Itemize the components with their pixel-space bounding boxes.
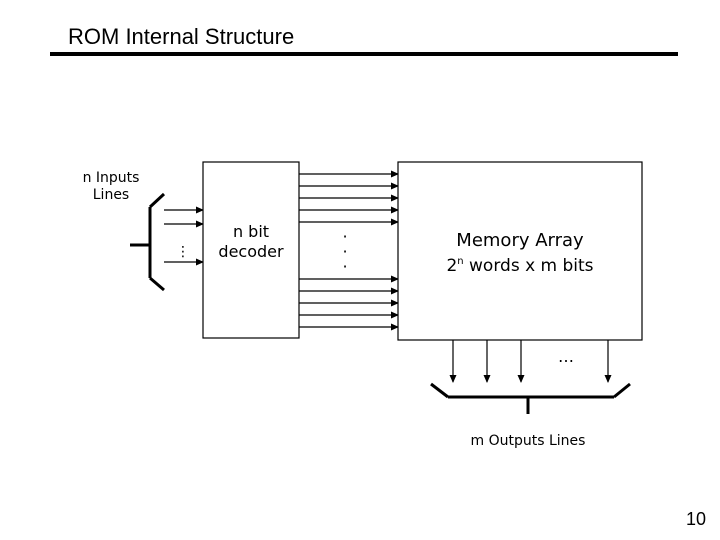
output-ellipsis: … bbox=[558, 347, 574, 366]
memory-size-base: 2 bbox=[446, 256, 457, 276]
inputs-label-line1: n Inputs bbox=[83, 170, 140, 186]
inputs-label-line2: Lines bbox=[93, 187, 129, 203]
memory-size-exponent: n bbox=[457, 256, 463, 267]
input-bus bbox=[130, 192, 166, 292]
word-lines bbox=[299, 170, 399, 331]
word-lines-ellipsis-dot: · bbox=[342, 257, 347, 276]
input-ellipsis: ⋮ bbox=[176, 244, 190, 260]
input-arrows bbox=[164, 206, 204, 266]
slide-title: ROM Internal Structure bbox=[68, 24, 295, 49]
decoder-label-line1: n bit bbox=[233, 222, 269, 241]
memory-size-rest: words x m bits bbox=[464, 256, 594, 276]
memory-array-box bbox=[397, 161, 643, 341]
output-bus bbox=[430, 382, 631, 414]
memory-array-size-label: 2n words x m bits bbox=[446, 256, 593, 276]
decoder-box bbox=[202, 161, 300, 339]
word-lines-ellipsis-dot: · bbox=[342, 242, 347, 261]
word-lines-ellipsis-dot: · bbox=[342, 227, 347, 246]
memory-array-label: Memory Array bbox=[456, 230, 584, 251]
outputs-label: m Outputs Lines bbox=[471, 433, 586, 449]
decoder-label-line2: decoder bbox=[218, 242, 284, 261]
page-number: 10 bbox=[685, 509, 706, 529]
title-underline bbox=[50, 52, 678, 56]
output-arrows bbox=[449, 340, 612, 383]
